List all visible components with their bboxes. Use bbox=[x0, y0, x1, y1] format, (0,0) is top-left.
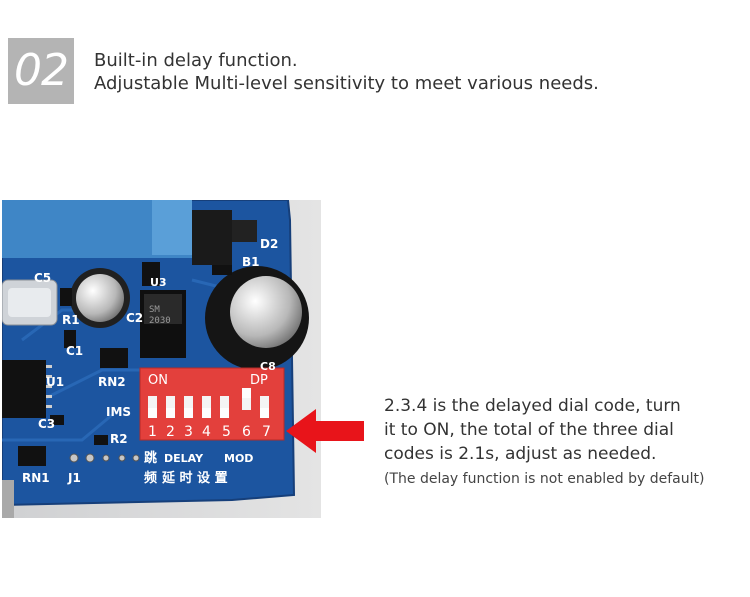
silk-r2: R2 bbox=[110, 432, 128, 446]
silk-u3: U3 bbox=[150, 276, 167, 289]
silk-cn-left-2: 频 bbox=[144, 470, 157, 486]
description-line-1: 2.3.4 is the delayed dial code, turn bbox=[384, 396, 681, 416]
silk-c1: C1 bbox=[66, 344, 83, 358]
description: 2.3.4 is the delayed dial code, turn it … bbox=[384, 394, 704, 492]
header-text: Built-in delay function. Adjustable Mult… bbox=[94, 49, 599, 95]
silk-delay: DELAY bbox=[164, 452, 204, 465]
dip-number-4: 4 bbox=[202, 424, 211, 440]
description-line-2: it to ON, the total of the three dial bbox=[384, 420, 674, 440]
silk-b1: B1 bbox=[242, 255, 260, 269]
dip-number-3: 3 bbox=[184, 424, 193, 440]
silk-c3: C3 bbox=[38, 417, 55, 431]
silk-rn2: RN2 bbox=[98, 375, 126, 389]
silk-c5: C5 bbox=[34, 271, 51, 285]
svg-text:2030: 2030 bbox=[149, 316, 171, 326]
pointer-arrow bbox=[286, 409, 366, 457]
silk-cn-left-1: 跳 bbox=[144, 450, 157, 466]
silk-u1: U1 bbox=[46, 375, 64, 389]
silk-r1: R1 bbox=[62, 313, 80, 327]
chip-marking: SM bbox=[149, 305, 160, 315]
silk-d2: D2 bbox=[260, 237, 278, 251]
dip-number-1: 1 bbox=[148, 424, 157, 440]
dip-dp-label: DP bbox=[250, 373, 268, 388]
dip-on-label: ON bbox=[148, 373, 168, 388]
header-line-1: Built-in delay function. bbox=[94, 50, 298, 71]
silk-mod: MOD bbox=[224, 452, 253, 465]
silk-c2: C2 bbox=[126, 311, 143, 325]
silk-cn-mid: 延 时 设 置 bbox=[161, 470, 228, 486]
silk-ims: IMS bbox=[106, 405, 131, 419]
header-line-2: Adjustable Multi-level sensitivity to me… bbox=[94, 73, 599, 94]
arrow-icon bbox=[286, 409, 364, 453]
dip-number-7: 7 bbox=[262, 424, 271, 440]
description-line-3: codes is 2.1s, adjust as needed. bbox=[384, 444, 657, 464]
silk-c8: C8 bbox=[260, 360, 276, 373]
dip-number-5: 5 bbox=[222, 424, 231, 440]
silk-j1: J1 bbox=[67, 471, 81, 485]
silk-rn1: RN1 bbox=[22, 471, 50, 485]
dip-number-6: 6 bbox=[242, 424, 251, 440]
step-number-badge: 02 bbox=[8, 38, 74, 104]
dip-number-2: 2 bbox=[166, 424, 175, 440]
description-note: (The delay function is not enabled by de… bbox=[384, 471, 705, 487]
pcb-photo: SM 2030 bbox=[2, 200, 321, 518]
